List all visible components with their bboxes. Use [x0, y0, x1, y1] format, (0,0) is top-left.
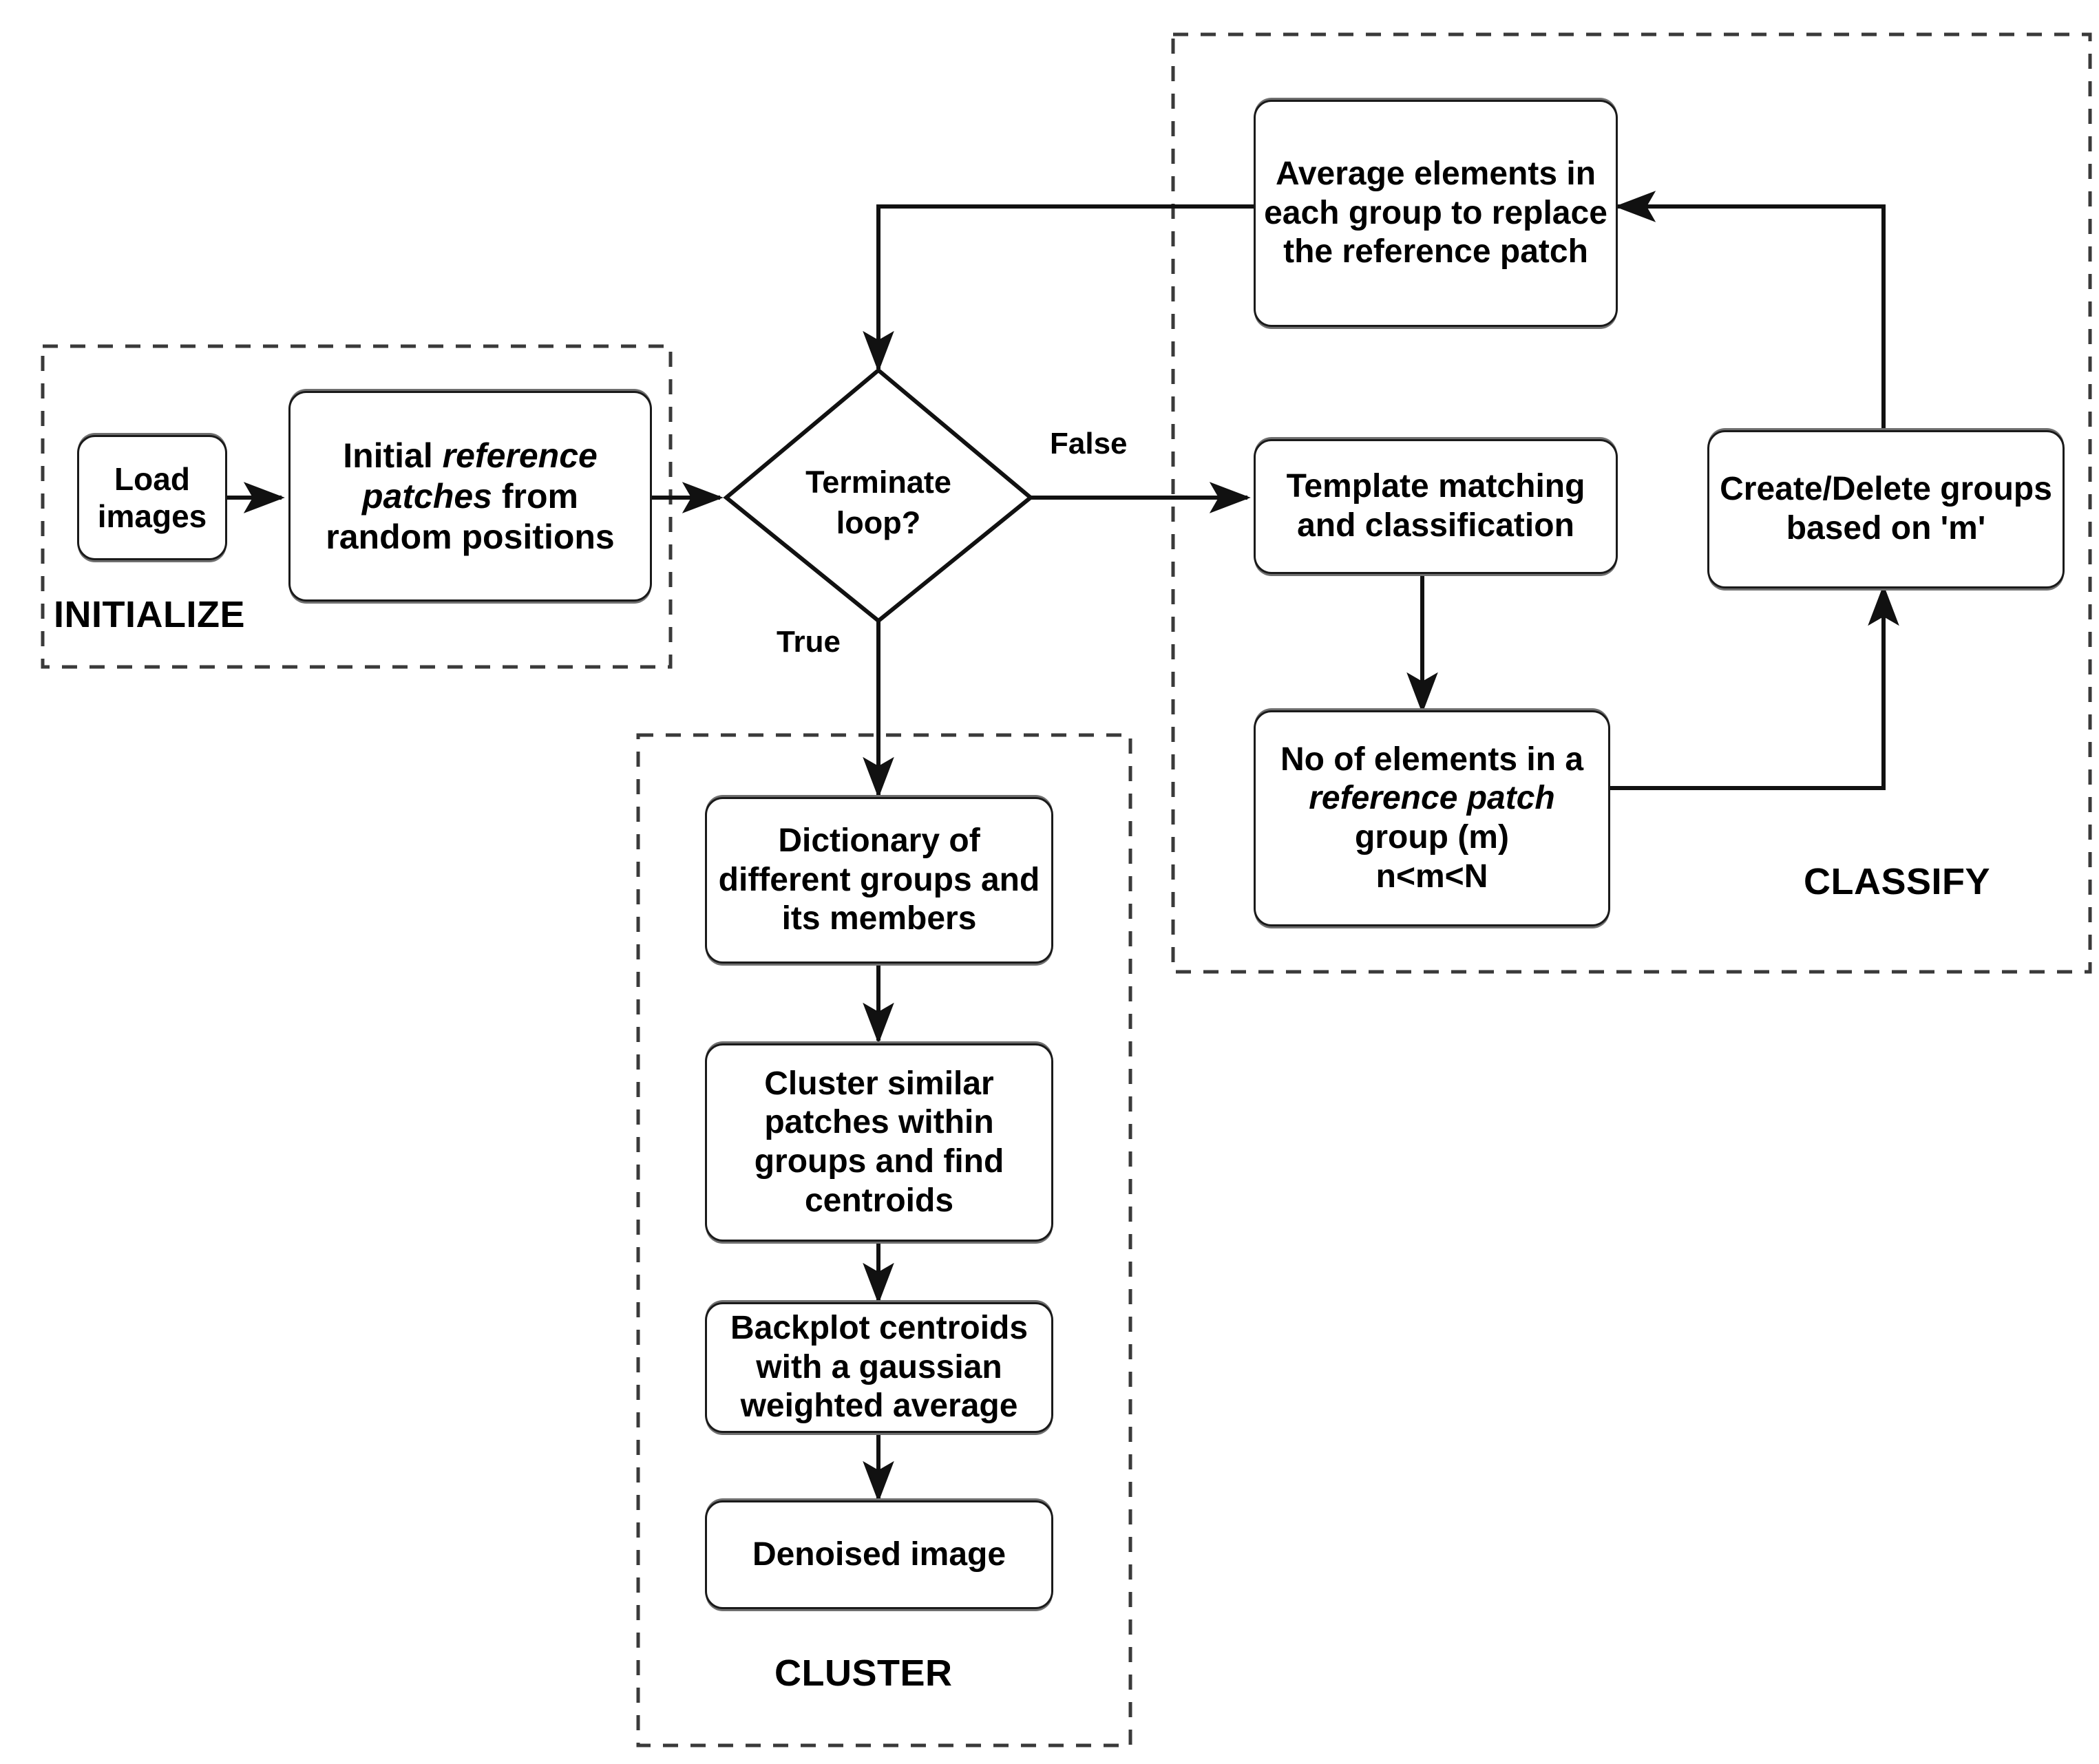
cluster-patches-text: Cluster similar patches within groups an…: [754, 1065, 1004, 1219]
node-average-elements[interactable]: Average elements in each group to replac…: [1254, 100, 1618, 327]
node-cluster-patches[interactable]: Cluster similar patches within groups an…: [705, 1043, 1053, 1242]
average-elements-text: Average elements in each group to replac…: [1264, 156, 1607, 270]
initial-patches-post: from random positions: [326, 476, 615, 556]
edge-elements-to-create: [1610, 584, 1899, 790]
node-denoised-image[interactable]: Denoised image: [705, 1500, 1053, 1609]
backplot-text: Backplot centroids with a gaussian weigh…: [730, 1310, 1029, 1425]
edge-label-true: True: [777, 625, 841, 659]
node-load-images[interactable]: Load images: [77, 435, 227, 560]
dictionary-text: Dictionary of different groups and its m…: [718, 822, 1040, 937]
edge-create-to-average: [1614, 191, 1886, 430]
no-of-elements-post: group (m): [1355, 819, 1509, 856]
load-images-line2: images: [97, 498, 207, 534]
terminate-loop-label: Terminate loop?: [805, 465, 951, 540]
group-label-classify: CLASSIFY: [1804, 861, 1991, 902]
edge-label-false: False: [1050, 427, 1128, 460]
no-of-elements-emphasis: reference patch: [1309, 780, 1555, 817]
group-frame-initialize: [41, 344, 673, 669]
no-of-elements-pre: No of elements in a: [1280, 741, 1584, 778]
node-no-of-elements[interactable]: No of elements in a reference patch grou…: [1254, 710, 1610, 926]
edge-average-to-terminate: [863, 204, 1254, 372]
template-matching-text: Template matching and classification: [1286, 468, 1585, 544]
node-template-matching[interactable]: Template matching and classification: [1254, 439, 1618, 574]
denoised-text: Denoised image: [752, 1535, 1006, 1573]
group-label-cluster: CLUSTER: [774, 1653, 953, 1694]
terminate-loop-diamond: [723, 368, 1034, 624]
no-of-elements-inequality: n<m<N: [1375, 858, 1488, 895]
group-frame-cluster: [636, 733, 1132, 1747]
node-initial-patches[interactable]: Initial reference patches from random po…: [288, 391, 652, 602]
group-frame-classify: [1171, 32, 2092, 974]
node-dictionary[interactable]: Dictionary of different groups and its m…: [705, 797, 1053, 964]
initial-patches-pre: Initial: [343, 436, 443, 475]
node-backplot[interactable]: Backplot centroids with a gaussian weigh…: [705, 1302, 1053, 1433]
create-delete-text: Create/Delete groups based on 'm': [1720, 471, 2052, 546]
load-images-line1: Load: [114, 460, 190, 497]
initial-patches-emphasis: reference patches: [362, 436, 598, 516]
group-label-initialize: INITIALIZE: [54, 594, 245, 635]
node-create-delete[interactable]: Create/Delete groups based on 'm': [1707, 430, 2065, 588]
